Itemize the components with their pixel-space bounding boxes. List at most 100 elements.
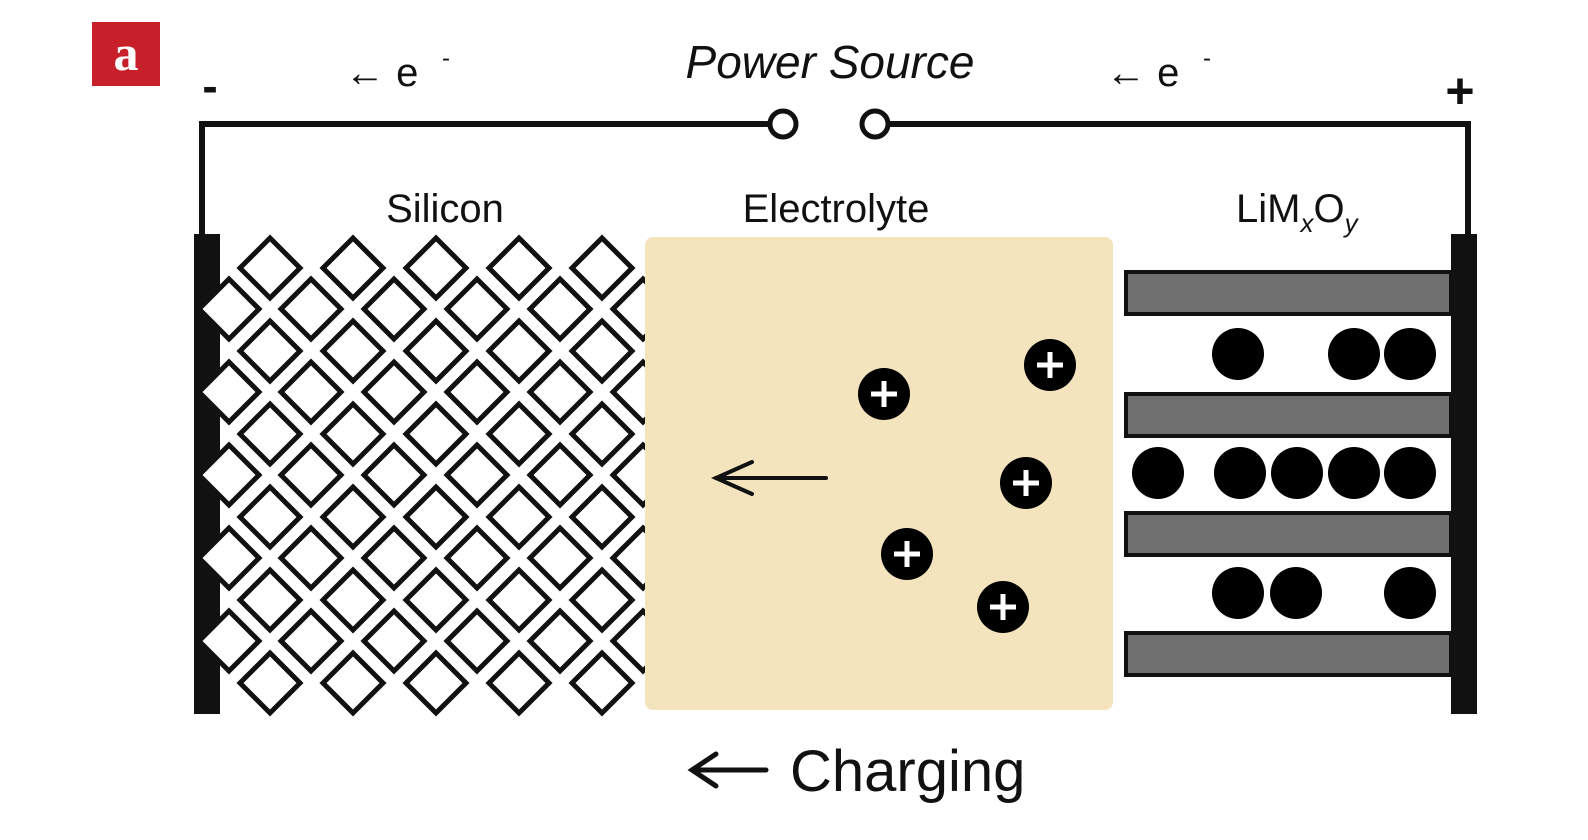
cathode-layer [1124, 392, 1453, 438]
silicon-unit [277, 275, 345, 343]
silicon-unit [526, 441, 594, 509]
electron-label-right: ← e [1106, 51, 1179, 95]
power-terminal-right [859, 108, 891, 140]
lithium-ion [881, 528, 933, 580]
silicon-unit [402, 234, 470, 302]
charging-indicator: Charging [687, 739, 1025, 804]
panel-badge [92, 22, 160, 86]
silicon-unit [360, 441, 428, 509]
silicon-unit [443, 358, 511, 426]
silicon-unit [236, 483, 304, 551]
silicon-unit [236, 317, 304, 385]
lithium-atom [1212, 328, 1264, 380]
silicon-unit [195, 441, 263, 509]
negative-terminal-sign: - [202, 60, 217, 112]
silicon-unit [485, 234, 553, 302]
power-terminal-left [767, 108, 799, 140]
circuit-wire [199, 121, 1471, 238]
silicon-unit [443, 524, 511, 592]
electrolyte-label: Electrolyte [743, 187, 930, 231]
silicon-unit [568, 400, 636, 468]
electron-flow-right: ← e - [1106, 45, 1211, 95]
panel-label: a [114, 25, 139, 81]
silicon-unit [526, 275, 594, 343]
silicon-unit [526, 524, 594, 592]
lithium-atom [1212, 567, 1264, 619]
silicon-unit [360, 524, 428, 592]
electron-charge-left: - [442, 45, 450, 72]
cathode-label: LiMxOy [1236, 187, 1360, 238]
silicon-unit [319, 649, 387, 717]
charging-arrow [687, 751, 769, 789]
silicon-unit [319, 566, 387, 634]
silicon-unit [568, 649, 636, 717]
silicon-unit [319, 483, 387, 551]
lithium-ion [1024, 339, 1076, 391]
silicon-unit [485, 566, 553, 634]
silicon-unit [360, 358, 428, 426]
silicon-unit [236, 566, 304, 634]
silicon-unit [568, 317, 636, 385]
electron-label-left: ← e [345, 51, 418, 95]
silicon-unit [402, 649, 470, 717]
silicon-unit [195, 524, 263, 592]
lithium-ion [977, 581, 1029, 633]
silicon-unit [236, 649, 304, 717]
charging-label: Charging [790, 739, 1025, 804]
ion-direction-arrow [711, 460, 828, 496]
lithium-atom [1270, 567, 1322, 619]
cathode-layer [1124, 511, 1453, 557]
electron-flow-left: ← e - [345, 45, 450, 95]
lithium-ions [858, 339, 1076, 633]
silicon-unit [568, 234, 636, 302]
silicon-unit [568, 566, 636, 634]
lithium-atom [1214, 447, 1266, 499]
silicon-unit [402, 400, 470, 468]
silicon-unit [402, 566, 470, 634]
lithium-ion [858, 368, 910, 420]
silicon-unit [360, 275, 428, 343]
silicon-unit [195, 275, 263, 343]
silicon-unit [443, 275, 511, 343]
lithium-atom [1384, 328, 1436, 380]
silicon-unit [402, 317, 470, 385]
silicon-unit [402, 483, 470, 551]
silicon-unit [236, 400, 304, 468]
silicon-unit [360, 607, 428, 675]
silicon-unit [443, 441, 511, 509]
silicon-unit [526, 607, 594, 675]
cathode-layers [1124, 270, 1453, 677]
lithium-atom [1328, 328, 1380, 380]
silicon-unit [277, 358, 345, 426]
lithium-atom [1328, 447, 1380, 499]
cathode-layer [1124, 631, 1453, 677]
silicon-lattice [195, 234, 677, 717]
silicon-unit [485, 483, 553, 551]
silicon-unit [485, 317, 553, 385]
lithium-atom [1271, 447, 1323, 499]
silicon-unit [277, 524, 345, 592]
lithium-atoms [1132, 328, 1436, 619]
silicon-unit [319, 234, 387, 302]
silicon-unit [485, 649, 553, 717]
silicon-unit [568, 483, 636, 551]
electron-charge-right: - [1203, 45, 1211, 72]
silicon-unit [485, 400, 553, 468]
positive-terminal-sign: + [1445, 63, 1474, 119]
silicon-unit [195, 607, 263, 675]
silicon-unit [319, 400, 387, 468]
silicon-unit [526, 358, 594, 426]
cathode-current-collector [1451, 234, 1477, 714]
cathode-layer [1124, 270, 1453, 316]
lithium-atom [1132, 447, 1184, 499]
anode-label: Silicon [386, 187, 504, 231]
silicon-unit [319, 317, 387, 385]
power-source-label: Power Source [686, 36, 975, 88]
lithium-atom [1384, 447, 1436, 499]
lithium-ion [1000, 457, 1052, 509]
silicon-unit [277, 441, 345, 509]
silicon-unit [236, 234, 304, 302]
silicon-unit [443, 607, 511, 675]
lithium-atom [1384, 567, 1436, 619]
